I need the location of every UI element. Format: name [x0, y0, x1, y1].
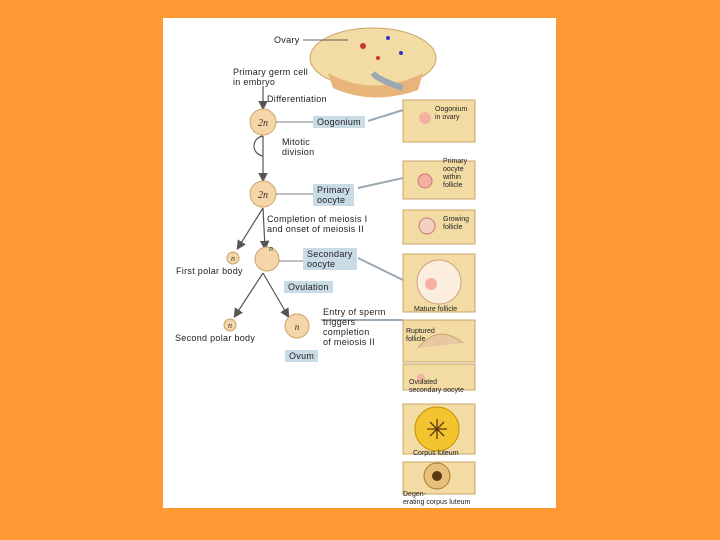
to-second-polar-arrow — [233, 272, 264, 319]
stage-mature-follicle-label: Mature follicle — [414, 306, 458, 313]
stage-growing-follicle-panel — [402, 209, 476, 245]
ovum-cell: n — [284, 313, 310, 339]
secondary-oocyte-label: Secondary oocyte — [303, 248, 357, 270]
stage-oogonium-label: Oogonium in ovary — [435, 106, 468, 121]
to-first-polar-arrow — [236, 207, 264, 251]
stage-mature-follicle-panel — [402, 253, 476, 313]
secondary-oocyte-cell: n — [254, 244, 280, 272]
to-secondary-oocyte-arrow — [259, 207, 270, 251]
first-polar-body-cell: n — [226, 251, 240, 265]
sperm-entry-label: Entry of sperm triggers completion of me… — [323, 307, 386, 347]
stage-ruptured-follicle-label: Ruptured follicle — [406, 328, 435, 343]
to-ovum-arrow — [262, 272, 290, 319]
second-polar-body-cell: n — [223, 318, 237, 332]
mitotic-division-label: Mitotic division — [282, 137, 315, 157]
figure-graphics: 2n 2n n n n n — [223, 27, 476, 495]
stage-growing-follicle-label: Growing follicle — [443, 216, 470, 231]
stage-ovulated-panel — [402, 363, 476, 391]
differentiation-label: Differentiation — [267, 94, 327, 104]
stage-corpus-luteum-label: Corpus luteum — [413, 450, 459, 457]
meiosis-completion-label: Completion of meiosis I and onset of mei… — [267, 214, 368, 234]
ovary-label: Ovary — [274, 35, 300, 45]
ovum-label: Ovum — [285, 350, 319, 362]
stage-ruptured-follicle-panel — [402, 319, 476, 363]
ovary-zoom-arrow — [370, 71, 404, 91]
primary-germ-cell-label: Primary germ cell in embryo — [233, 67, 309, 87]
ovary-illustration — [309, 27, 437, 98]
first-polar-body-label: First polar body — [176, 266, 243, 276]
second-polar-body-label: Second polar body — [175, 333, 256, 343]
svg-text:n: n — [269, 244, 273, 253]
primary-oocyte-label: Primary oocyte — [313, 184, 355, 206]
stage-oogonium-panel — [402, 99, 476, 143]
primary-oocyte-cell: 2n — [249, 180, 277, 208]
figure-panel: 2n 2n n n n n — [163, 18, 556, 508]
stage-ovulated-label: Ovulated secondary oocyte — [409, 379, 464, 394]
stage-connectors — [321, 109, 404, 321]
svg-text:2n: 2n — [258, 118, 268, 129]
stage-primary-follicle-label: Primary oocyte within follicle — [443, 158, 468, 189]
svg-text:n: n — [231, 254, 235, 263]
oogonium-label: Oogonium — [313, 116, 365, 128]
svg-text:n: n — [228, 321, 232, 330]
oogonium-cell: 2n — [249, 108, 277, 136]
ovulation-label: Ovulation — [284, 281, 333, 293]
stage-corpus-luteum-panel — [402, 403, 476, 455]
stage-primary-follicle-panel — [402, 160, 476, 200]
svg-text:2n: 2n — [258, 190, 268, 201]
stage-degenerating-label: Degen- erating corpus luteum — [403, 491, 471, 506]
mitosis-loop-icon — [253, 135, 264, 157]
stage-degenerating-panel — [402, 461, 476, 495]
svg-text:n: n — [295, 322, 300, 332]
